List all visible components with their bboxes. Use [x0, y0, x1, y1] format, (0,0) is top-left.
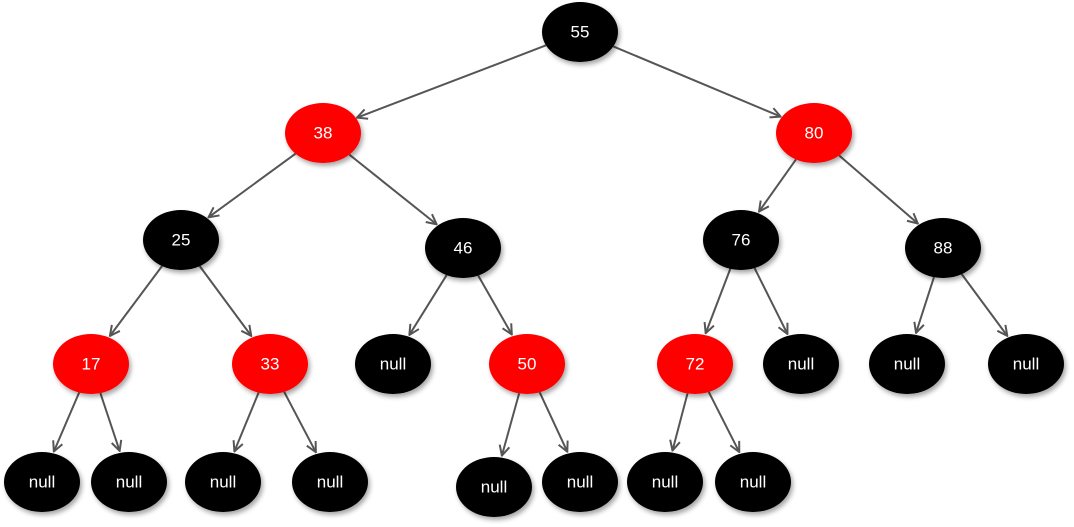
tree-node-nl50a: null — [456, 457, 532, 517]
tree-edge — [960, 273, 1008, 336]
red-node-circle — [232, 334, 308, 394]
black-node-circle — [703, 210, 779, 270]
black-node-circle — [4, 452, 80, 512]
tree-node-n46: 46 — [425, 218, 501, 278]
node-label: null — [1013, 355, 1039, 374]
tree-node-n88: 88 — [905, 218, 981, 278]
node-label: 76 — [732, 231, 751, 250]
tree-edge — [283, 391, 316, 452]
tree-edge — [54, 392, 81, 452]
node-label: null — [740, 473, 766, 492]
tree-edge — [99, 392, 119, 451]
tree-edge — [208, 152, 297, 218]
node-label: 38 — [314, 124, 333, 143]
node-label: null — [788, 355, 814, 374]
tree-edge — [753, 267, 788, 334]
tree-edges — [54, 44, 1008, 455]
black-node-circle — [425, 218, 501, 278]
tree-edge — [110, 265, 163, 336]
node-label: null — [652, 473, 678, 492]
tree-node-nl72a: null — [627, 452, 703, 512]
tree-node-n80: 80 — [776, 103, 852, 163]
red-node-circle — [489, 334, 565, 394]
tree-edge — [357, 44, 547, 117]
tree-node-nl72b: null — [715, 452, 791, 512]
tree-edge — [707, 391, 740, 452]
tree-node-nl33a: null — [185, 452, 261, 512]
tree-node-n76: 76 — [703, 210, 779, 270]
black-node-circle — [763, 334, 839, 394]
black-node-circle — [292, 452, 368, 512]
black-node-circle — [355, 334, 431, 394]
node-label: 17 — [82, 355, 101, 374]
node-label: 33 — [261, 355, 280, 374]
tree-node-n38: 38 — [285, 103, 361, 163]
node-label: null — [567, 473, 593, 492]
tree-edge — [916, 276, 935, 333]
black-node-circle — [988, 334, 1064, 394]
node-label: null — [116, 473, 142, 492]
tree-node-nl50b: null — [542, 452, 618, 512]
tree-node-nl88b: null — [988, 334, 1064, 394]
black-node-circle — [905, 218, 981, 278]
node-label: null — [29, 473, 55, 492]
tree-node-n50: 50 — [489, 334, 565, 394]
tree-node-n55: 55 — [542, 2, 618, 62]
tree-node-n25: 25 — [143, 210, 219, 270]
black-node-circle — [542, 2, 618, 62]
red-node-circle — [657, 334, 733, 394]
tree-node-nl76: null — [763, 334, 839, 394]
node-label: null — [481, 478, 507, 497]
tree-node-nl17b: null — [91, 452, 167, 512]
tree-edge — [234, 392, 260, 452]
tree-node-nl33b: null — [292, 452, 368, 512]
tree-edge — [409, 274, 448, 335]
node-label: 80 — [805, 124, 824, 143]
black-node-circle — [185, 452, 261, 512]
tree-edge — [538, 391, 568, 451]
node-label: null — [317, 473, 343, 492]
node-label: null — [210, 473, 236, 492]
tree-node-nl17a: null — [4, 452, 80, 512]
tree-edge — [502, 393, 521, 455]
tree-edge — [477, 275, 512, 335]
black-node-circle — [91, 452, 167, 512]
black-node-circle — [869, 334, 945, 394]
tree-edge — [612, 45, 780, 116]
tree-node-n17: 17 — [53, 334, 129, 394]
node-label: null — [380, 355, 406, 374]
black-node-circle — [627, 452, 703, 512]
tree-node-n33: 33 — [232, 334, 308, 394]
node-label: 88 — [934, 239, 953, 258]
node-label: 46 — [454, 239, 473, 258]
node-label: 55 — [571, 23, 590, 42]
black-node-circle — [143, 210, 219, 270]
node-label: 50 — [518, 355, 537, 374]
node-label: 72 — [686, 355, 705, 374]
tree-edge — [198, 265, 252, 336]
tree-edge — [706, 268, 732, 333]
red-node-circle — [285, 103, 361, 163]
tree-edge — [672, 393, 689, 450]
black-node-circle — [542, 452, 618, 512]
tree-edge — [759, 158, 797, 211]
tree-edge — [838, 154, 918, 223]
node-label: 25 — [172, 231, 191, 250]
tree-node-nl88a: null — [869, 334, 945, 394]
tree-node-n72: 72 — [657, 334, 733, 394]
tree-node-nl46: null — [355, 334, 431, 394]
black-node-circle — [456, 457, 532, 517]
red-node-circle — [776, 103, 852, 163]
black-node-circle — [715, 452, 791, 512]
red-node-circle — [53, 334, 129, 394]
tree-nodes: 55 38 80 25 46 76 88 17 33 null 50 72 null null null nu… — [4, 2, 1064, 517]
tree-edge — [348, 153, 436, 225]
node-label: null — [894, 355, 920, 374]
